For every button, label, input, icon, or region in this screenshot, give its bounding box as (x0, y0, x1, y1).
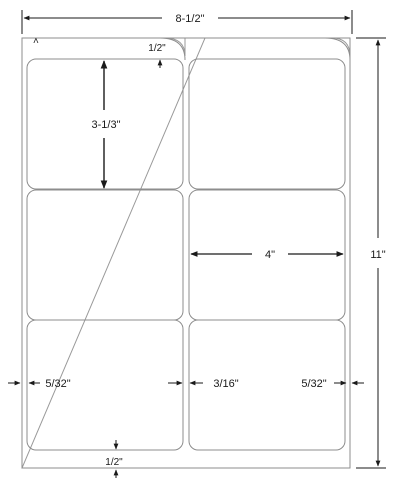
label-width-label: 4" (265, 249, 275, 261)
corner-notch-right (324, 37, 351, 61)
left-margin-dimension: 5/32" (8, 378, 71, 390)
sheet-corner-mark: ˄ (33, 36, 39, 47)
bottom-margin-dimension: 1/2" (105, 440, 123, 478)
left-margin-label: 5/32" (45, 378, 70, 390)
sheet-outline (21, 37, 351, 469)
label-r1-c1 (26, 58, 184, 190)
sheet-width-dimension: 8-1/2" (21, 10, 353, 34)
sheet-height-label: 11" (370, 249, 385, 261)
gutter-dimension: 3/16" (168, 378, 239, 390)
label-grid (26, 58, 346, 451)
right-margin-dimension: 5/32" (301, 378, 364, 390)
label-height-dimension: 3-1/3" (92, 60, 121, 189)
sheet-width-label: 8-1/2" (176, 13, 205, 25)
top-margin-label: 1/2" (148, 43, 166, 54)
right-margin-label: 5/32" (301, 378, 326, 390)
label-width-dimension: 4" (190, 249, 344, 261)
corner-notch-left (159, 37, 186, 61)
bottom-margin-label: 1/2" (105, 457, 123, 468)
top-margin-dimension: 1/2" (148, 43, 166, 68)
label-r2-c1 (26, 189, 184, 321)
gutter-label: 3/16" (213, 378, 238, 390)
label-r1-c2 (188, 58, 346, 190)
sheet-height-dimension: 11" (356, 37, 386, 469)
label-r3-c1 (26, 319, 184, 451)
label-height-label: 3-1/3" (92, 119, 121, 131)
sheet-border (21, 37, 351, 469)
